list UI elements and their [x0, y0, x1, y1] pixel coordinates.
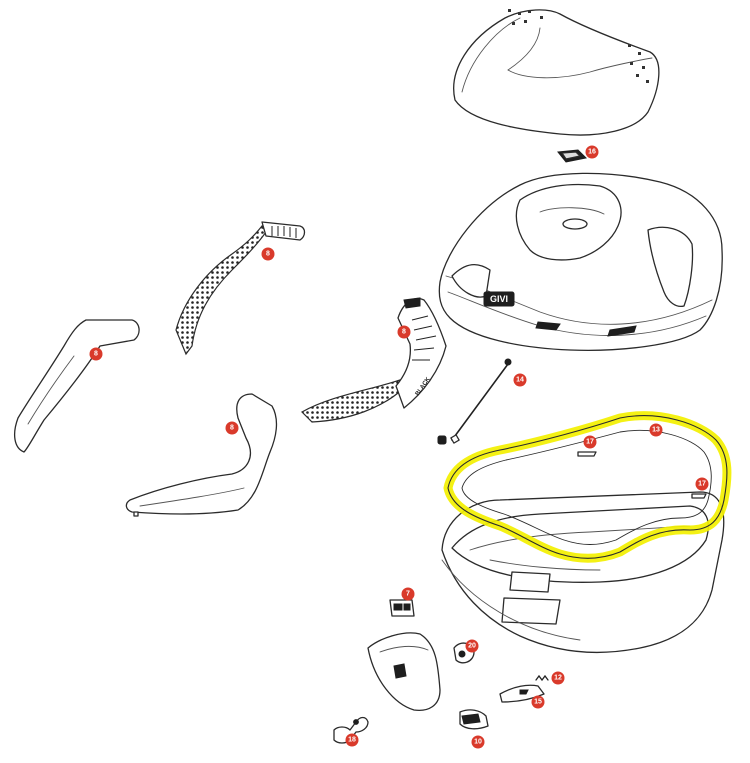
- callout-14: 14: [513, 373, 527, 387]
- black-side-panel-part: BLACK: [301, 297, 447, 423]
- callout-8-lower: 8: [225, 421, 239, 435]
- callout-8-left-label: 8: [94, 351, 98, 358]
- callout-17-b: 17: [695, 477, 709, 491]
- callout-17-a-label: 17: [586, 439, 594, 446]
- callout-20-label: 20: [468, 643, 476, 650]
- callout-8-right: 8: [397, 325, 411, 339]
- callout-15: 15: [531, 695, 545, 709]
- brand-badge-text: GIVI: [490, 294, 508, 304]
- callout-18-label: 18: [348, 737, 356, 744]
- callout-16: 16: [585, 145, 599, 159]
- badge-part: [557, 149, 588, 163]
- callout-7: 7: [401, 587, 415, 601]
- callout-18: 18: [345, 733, 359, 747]
- rear-side-trim-part: [125, 393, 278, 517]
- lock-cover-part: [367, 632, 441, 712]
- key-part: [333, 716, 369, 744]
- callout-16-label: 16: [588, 149, 596, 156]
- cable-strap-part: [437, 358, 512, 445]
- callout-20: 20: [465, 639, 479, 653]
- left-side-trim-part: [13, 319, 140, 453]
- callout-10-label: 10: [474, 739, 482, 746]
- callout-17-b-label: 17: [698, 481, 706, 488]
- callout-8-upper: 8: [261, 247, 275, 261]
- callout-15-label: 15: [534, 699, 542, 706]
- lever-part: [499, 684, 545, 703]
- callout-13: 13: [649, 423, 663, 437]
- gasket-part: [443, 411, 732, 563]
- callout-13-label: 13: [652, 427, 660, 434]
- callout-8-lower-label: 8: [230, 425, 234, 432]
- callout-14-label: 14: [516, 377, 524, 384]
- callout-17-a: 17: [583, 435, 597, 449]
- callout-10: 10: [471, 735, 485, 749]
- spring-part: [535, 674, 549, 682]
- latch-clip-part: [389, 599, 415, 617]
- callout-8-upper-label: 8: [266, 251, 270, 258]
- lock-barrel-part: [459, 709, 489, 730]
- top-case-lid-part: GIVI: [438, 172, 723, 351]
- callout-12: 12: [551, 671, 565, 685]
- callout-12-label: 12: [554, 675, 562, 682]
- callout-8-right-label: 8: [402, 329, 406, 336]
- lid-cover-part: [453, 9, 660, 136]
- callout-7-label: 7: [406, 591, 410, 598]
- callout-8-left: 8: [89, 347, 103, 361]
- mesh-trim-part: [175, 221, 306, 356]
